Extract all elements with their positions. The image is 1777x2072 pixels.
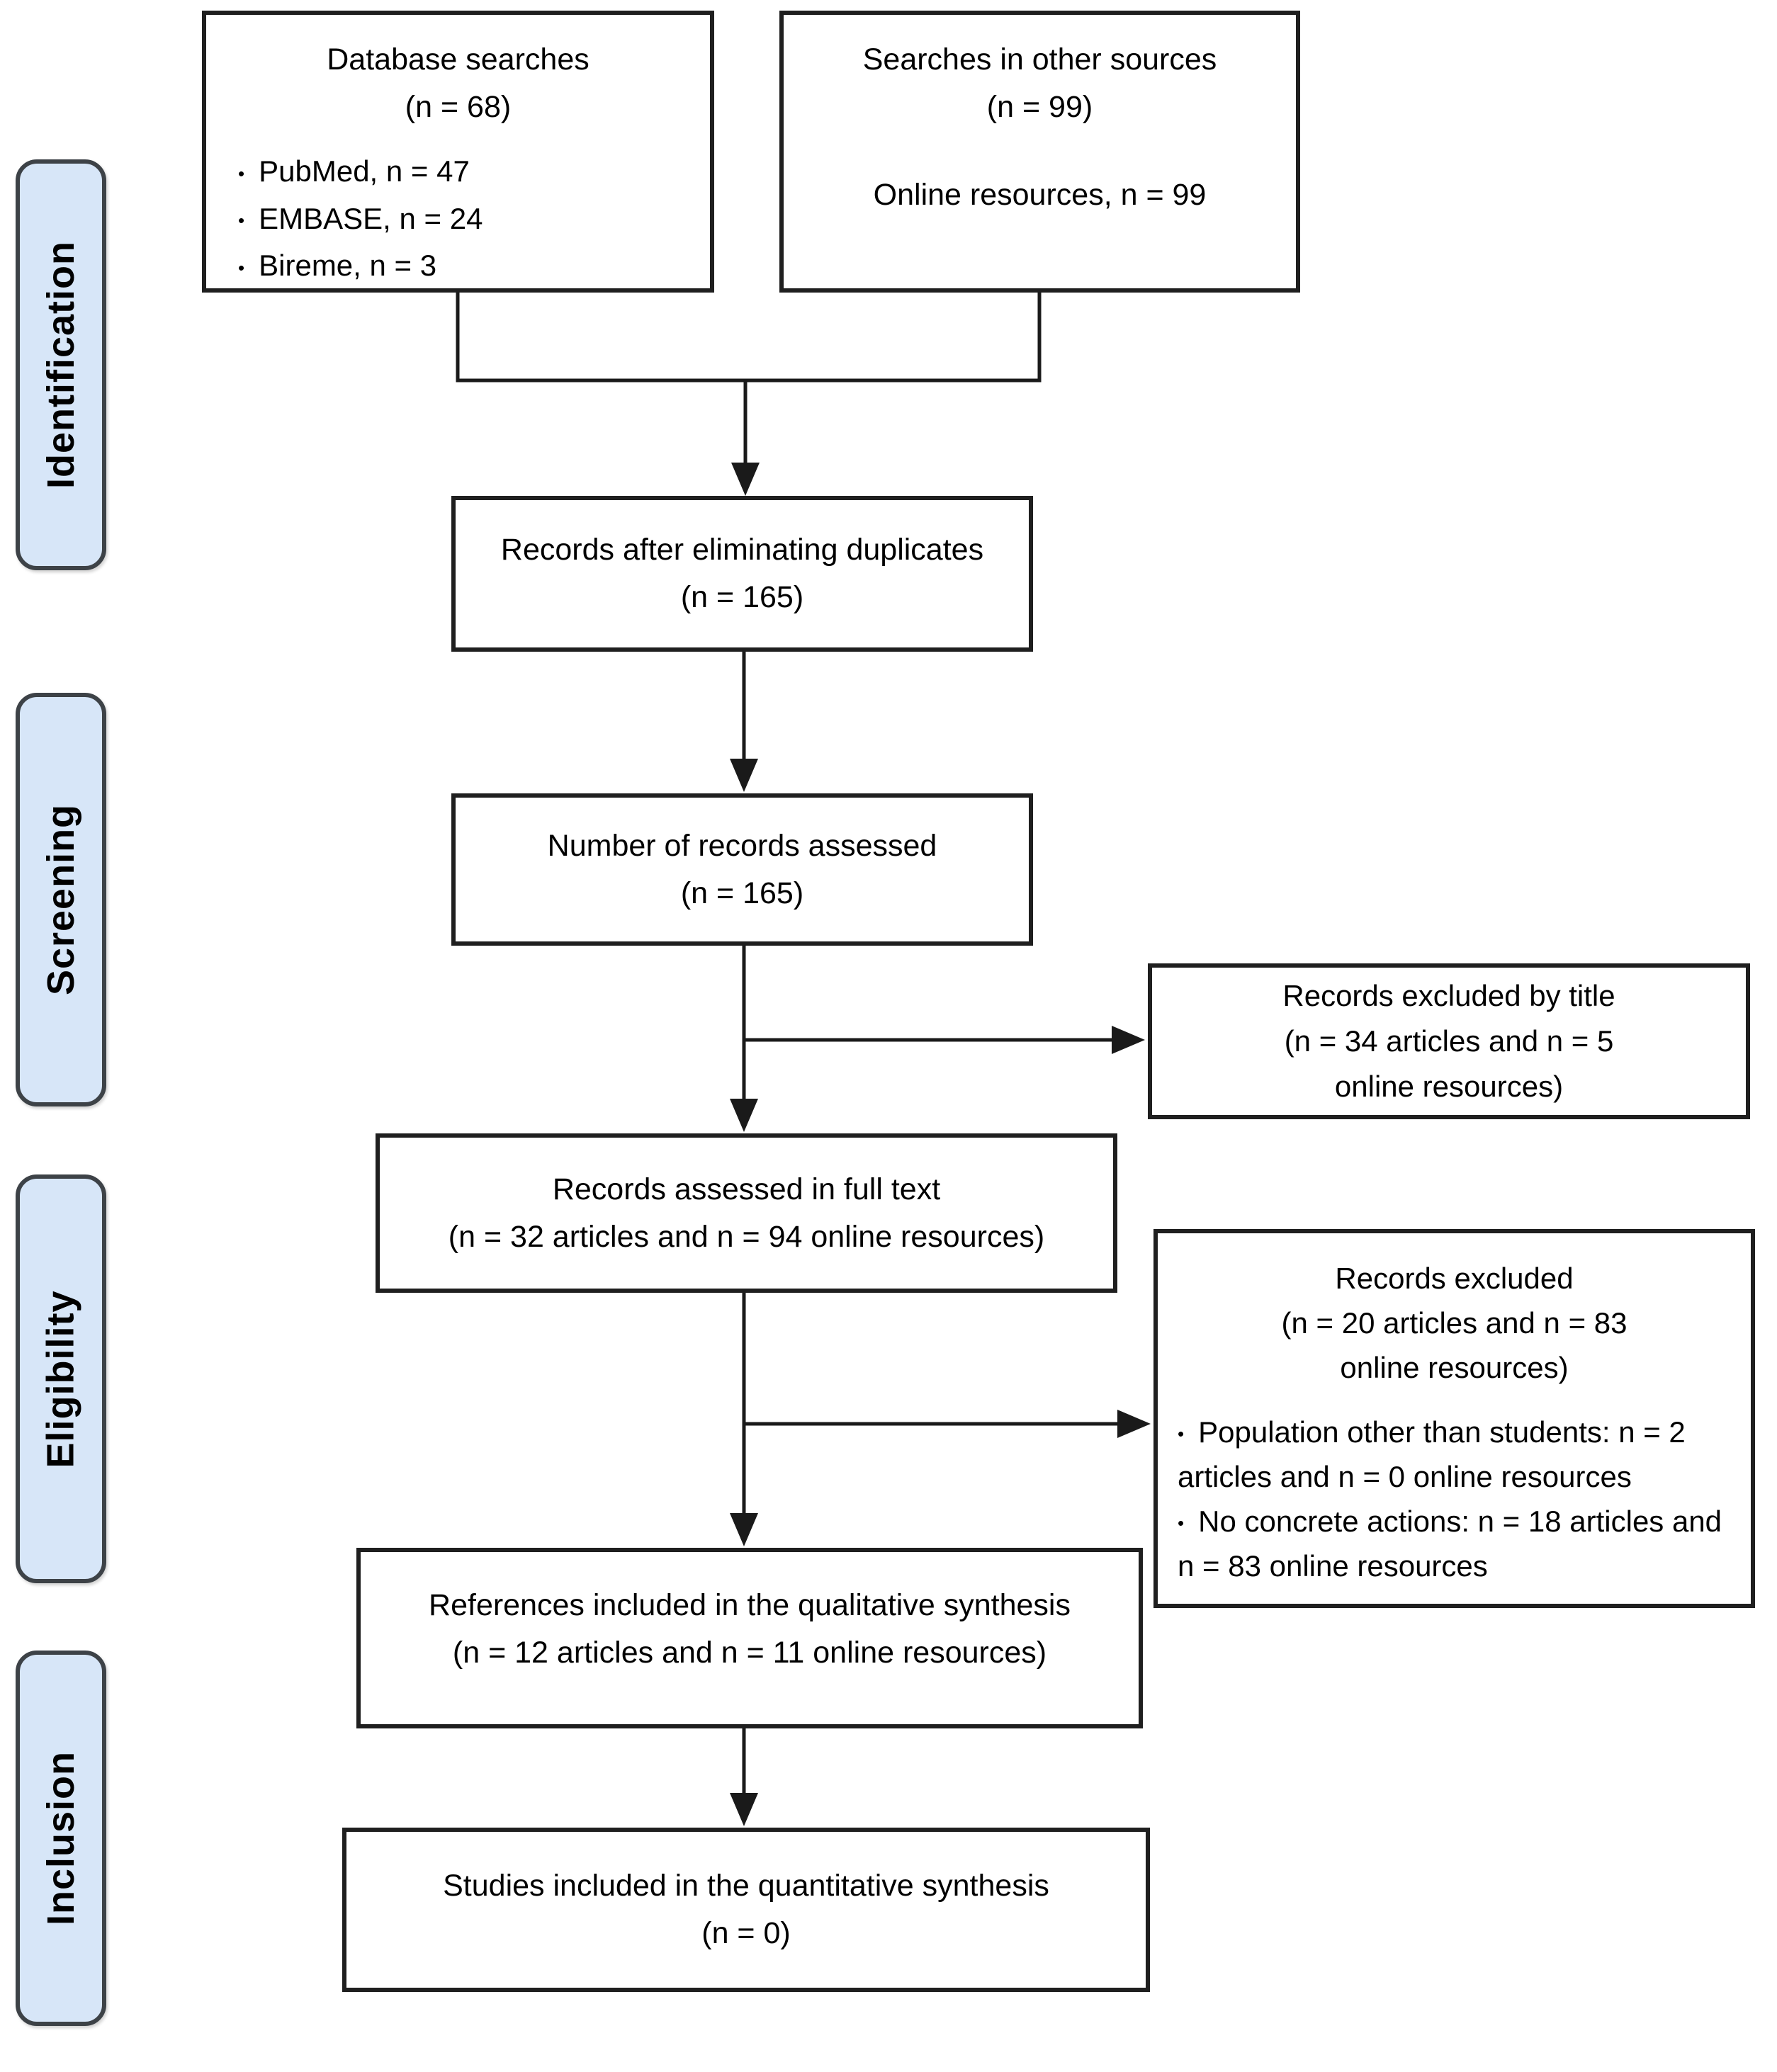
arrowhead-down-icon [730,759,758,792]
stage-tab-inclusion: Inclusion [16,1651,106,2026]
exclusion-reasons-list: •Population other than students: n = 2 a… [1178,1410,1731,1588]
node-count: (n = 68) [405,89,512,124]
node-records-after-duplicates: Records after eliminating duplicates (n … [451,496,1033,652]
node-qualitative-synthesis: References included in the qualitative s… [356,1548,1143,1728]
node-count: (n = 0) [701,1916,791,1950]
node-count: (n = 32 articles and n = 94 online resou… [448,1219,1045,1254]
node-title: Database searches [327,43,589,77]
node-excluded-by-title: Records excluded by title (n = 34 articl… [1148,963,1750,1119]
node-count-cont: online resources) [1334,1069,1564,1103]
list-item: •No concrete actions: n = 18 articles an… [1178,1499,1731,1588]
node-count: (n = 99) [986,89,1093,124]
stage-label: Identification [40,241,82,489]
node-note: Online resources, n = 99 [873,178,1207,213]
node-count-cont: online resources) [1340,1351,1569,1384]
arrowhead-down-icon [730,1793,758,1826]
list-item-text: No concrete actions: n = 18 articles and… [1178,1505,1722,1583]
arrowhead-down-icon [730,1099,758,1132]
bullet-dot-icon: • [238,162,245,184]
list-item: • Bireme, n = 3 [238,243,710,290]
list-item: • EMBASE, n = 24 [238,196,710,243]
list-item-text: Bireme, n = 3 [259,249,437,283]
stage-tab-eligibility: Eligibility [16,1174,106,1583]
list-item-text: Population other than students: n = 2 ar… [1178,1415,1686,1493]
node-other-sources: Searches in other sources (n = 99) Onlin… [779,11,1300,293]
node-full-text-assessed: Records assessed in full text (n = 32 ar… [376,1133,1117,1293]
node-title: Searches in other sources [862,43,1217,77]
database-list: • PubMed, n = 47 • EMBASE, n = 24 • Bireme,… [206,149,710,290]
excluded-by-title-branch-arrow [744,1026,1145,1054]
qualitative-to-quantitative-arrow [730,1727,758,1826]
stage-label: Eligibility [40,1289,82,1468]
node-count: (n = 34 articles and n = 5 [1284,1024,1614,1058]
node-title: References included in the qualitative s… [429,1588,1071,1622]
excluded-fulltext-branch-arrow [744,1410,1151,1438]
list-item: •Population other than students: n = 2 a… [1178,1410,1731,1499]
node-count: (n = 165) [680,580,804,614]
node-title: Records excluded [1335,1262,1574,1295]
node-quantitative-synthesis: Studies included in the quantitative syn… [342,1828,1150,1992]
assessed-to-fulltext-arrow [730,944,758,1132]
list-item-text: EMBASE, n = 24 [259,201,483,235]
arrowhead-right-icon [1117,1410,1151,1438]
list-item-text: PubMed, n = 47 [259,154,470,188]
stage-label: Screening [40,803,82,996]
stage-tab-screening: Screening [16,693,106,1106]
dedup-to-assessed-arrow [730,650,758,792]
stage-label: Inclusion [40,1750,83,1926]
bullet-dot-icon: • [1178,1423,1185,1445]
node-title: Number of records assessed [547,828,937,863]
node-records-assessed: Number of records assessed (n = 165) [451,793,1033,946]
arrowhead-right-icon [1112,1026,1145,1054]
node-count: (n = 165) [680,876,804,910]
node-title: Studies included in the quantitative syn… [443,1869,1049,1903]
node-database-searches: Database searches (n = 68) • PubMed, n = … [202,11,714,293]
bullet-dot-icon: • [238,210,245,232]
list-item: • PubMed, n = 47 [238,149,710,196]
node-title: Records assessed in full text [552,1172,941,1206]
merge-connector [456,293,1042,496]
node-title: Records after eliminating duplicates [500,533,984,567]
bullet-dot-icon: • [1178,1512,1185,1534]
stage-tab-identification: Identification [16,159,106,570]
arrowhead-down-icon [730,1513,758,1546]
bullet-dot-icon: • [238,256,245,278]
node-count: (n = 12 articles and n = 11 online resou… [452,1635,1047,1670]
fulltext-to-qualitative-arrow [730,1291,758,1546]
node-title: Records excluded by title [1282,979,1615,1013]
node-records-excluded: Records excluded (n = 20 articles and n … [1153,1229,1755,1608]
node-count: (n = 20 articles and n = 83 [1281,1306,1627,1340]
arrowhead-down-icon [731,463,760,496]
